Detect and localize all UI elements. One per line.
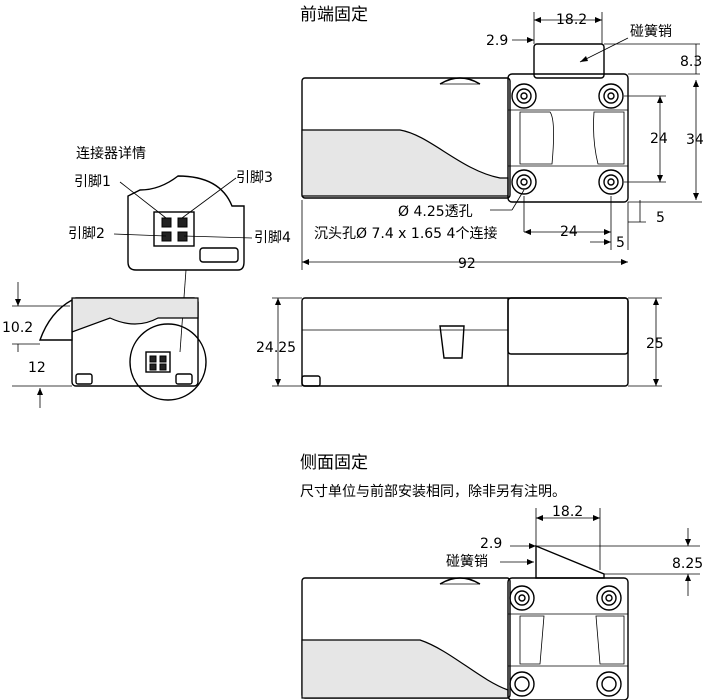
dim-92: 92	[301, 200, 628, 272]
left-side-view	[39, 297, 207, 401]
svg-text:24: 24	[560, 224, 578, 240]
svg-text:8.25: 8.25	[672, 556, 703, 572]
svg-text:引脚1: 引脚1	[74, 174, 111, 190]
svg-text:34: 34	[686, 132, 704, 148]
mounting-hole-tr	[598, 83, 624, 109]
mounting-hole-bl	[511, 169, 537, 195]
dim-24-horizontal: 24	[524, 196, 612, 250]
svg-text:24: 24	[650, 131, 668, 147]
dim-10-2: 10.2	[2, 282, 70, 345]
svg-text:18.2: 18.2	[556, 12, 587, 28]
connector-detail: 引脚1 引脚3 引脚2 引脚4	[68, 170, 291, 353]
dim-5-vertical: 5	[628, 200, 665, 226]
dim-2-9-bottom: 2.9	[480, 536, 536, 552]
dim-2-9-top: 2.9	[486, 33, 534, 49]
dim-18-2-bottom: 18.2	[535, 504, 601, 570]
svg-text:24.25: 24.25	[256, 340, 296, 356]
mounting-hole-tl	[511, 83, 537, 109]
mounting-hole-br	[598, 169, 624, 195]
spring-pin-bottom	[535, 544, 605, 579]
svg-text:10.2: 10.2	[2, 320, 33, 336]
svg-text:碰簧销: 碰簧销	[630, 24, 672, 40]
spring-pin-callout-bottom: 碰簧销	[446, 554, 534, 570]
svg-text:碰簧销: 碰簧销	[446, 554, 488, 570]
connector-detail-title: 连接器详情	[76, 145, 146, 162]
svg-text:12: 12	[28, 360, 46, 376]
hole-callouts: Ø 4.25透孔 沉头孔Ø 7.4 x 1.65 4个连接	[314, 189, 525, 242]
spring-pin-callout-top: 碰簧销	[579, 24, 672, 63]
connector-magnifier	[129, 323, 207, 401]
elevation-view	[301, 297, 629, 387]
dim-24-vertical: 24	[624, 95, 668, 183]
spring-pin-top	[533, 43, 605, 79]
dim-18-2-top: 18.2	[533, 12, 603, 44]
side-mount-actuator	[507, 544, 629, 700]
svg-text:5: 5	[616, 235, 625, 251]
svg-text:沉头孔Ø 7.4 x 1.65 4个连接: 沉头孔Ø 7.4 x 1.65 4个连接	[314, 225, 497, 242]
svg-text:5: 5	[656, 210, 665, 226]
front-view-actuator	[507, 43, 629, 203]
svg-text:18.2: 18.2	[552, 504, 583, 520]
svg-text:2.9: 2.9	[480, 536, 502, 552]
side-mount-title: 侧面固定	[300, 453, 368, 473]
svg-text:2.9: 2.9	[486, 33, 508, 49]
svg-text:25: 25	[646, 336, 664, 352]
side-mount-body	[301, 577, 511, 699]
svg-text:引脚3: 引脚3	[236, 170, 273, 186]
dim-24-25: 24.25	[256, 297, 302, 387]
svg-text:Ø 4.25透孔: Ø 4.25透孔	[398, 204, 473, 220]
svg-text:引脚4: 引脚4	[254, 230, 291, 246]
svg-text:8.3: 8.3	[680, 54, 702, 70]
side-mount-note: 尺寸单位与前部安装相同，除非另有注明。	[300, 483, 566, 500]
front-mount-title: 前端固定	[300, 5, 368, 25]
dim-8-25: 8.25	[536, 528, 703, 596]
dim-8-3: 8.3	[604, 43, 702, 75]
connector-pins	[153, 211, 195, 247]
front-view-body	[301, 77, 511, 199]
dim-12: 12	[12, 344, 72, 408]
dim-5-horizontal: 5	[590, 202, 629, 251]
svg-text:92: 92	[458, 256, 476, 272]
dim-25: 25	[628, 297, 664, 387]
svg-text:引脚2: 引脚2	[68, 226, 105, 242]
